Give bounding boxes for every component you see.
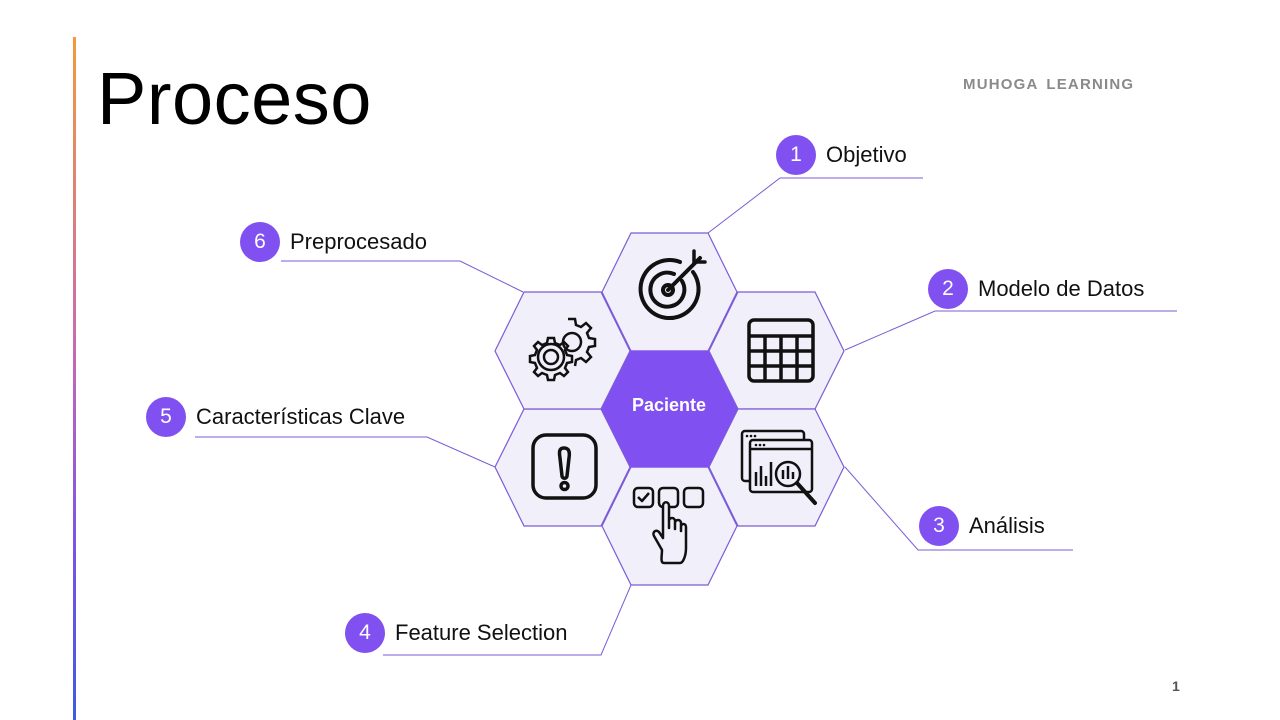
step-number-badge: 5 [146,397,186,437]
step-number-badge: 6 [240,222,280,262]
gears-icon [528,317,597,382]
step-number-badge: 2 [928,269,968,309]
step-preprocesado[interactable]: 6 Preprocesado [240,222,427,262]
step-number-badge: 1 [776,135,816,175]
connector-feature [383,584,632,656]
step-number-badge: 3 [919,506,959,546]
step-analisis[interactable]: 3 Análisis [919,506,1045,546]
data-analysis-icon [740,429,817,505]
connector-analisis [844,466,1073,551]
step-feature-selection[interactable]: 4 Feature Selection [345,613,567,653]
connector-lines [195,177,1177,656]
connector-objetivo [707,177,923,234]
hex-center-paciente[interactable] [601,350,738,468]
page-number: 1 [1172,678,1180,694]
checklist-select-icon [632,486,705,565]
step-caracteristicas-clave[interactable]: 5 Características Clave [146,397,405,437]
connector-caracteristicas [195,436,496,468]
step-modelo-de-datos[interactable]: 2 Modelo de Datos [928,269,1144,309]
brand-label: MUHOGA LEARNING [963,76,1135,93]
step-label: Preprocesado [290,229,427,254]
connector-preprocesado [281,260,524,293]
step-objetivo[interactable]: 1 Objetivo [776,135,907,175]
slide-title: Proceso [97,57,372,140]
step-label: Análisis [969,513,1045,538]
connector-modelo [844,310,1177,351]
window-dots-icon [745,434,766,447]
table-grid-icon [747,318,815,383]
step-label: Objetivo [826,142,907,167]
target-icon [638,249,707,321]
step-label: Feature Selection [395,620,568,645]
step-number-badge: 4 [345,613,385,653]
hex-objetivo[interactable] [601,232,738,352]
step-label: Características Clave [196,404,406,429]
center-label: Paciente [631,395,707,415]
step-label: Modelo de Datos [978,276,1145,301]
accent-bar [73,37,76,720]
exclamation-icon [531,433,598,500]
